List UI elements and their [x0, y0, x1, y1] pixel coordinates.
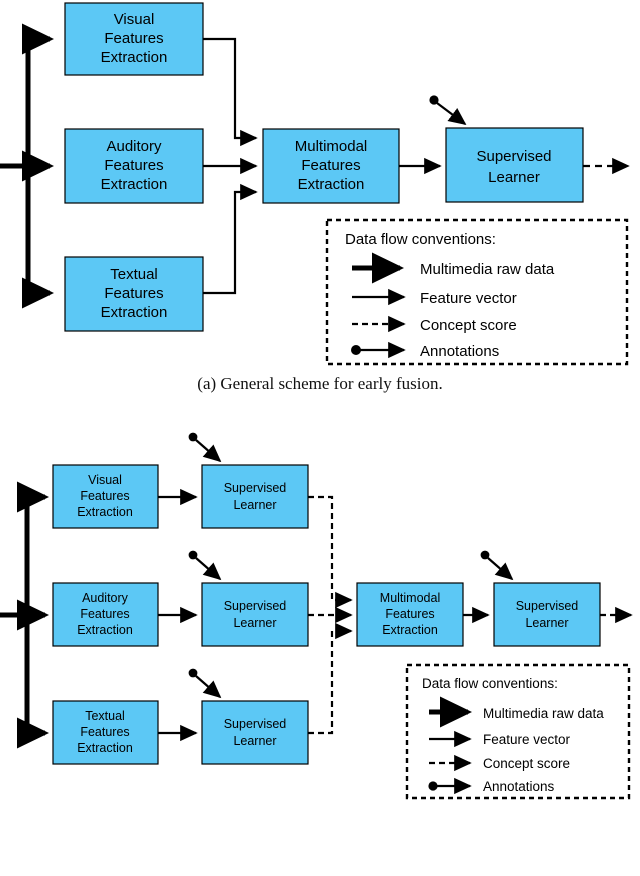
- box-supervised-line-1: Supervised: [476, 148, 551, 165]
- early-fusion-diagram: Visual Features Extraction Auditory Feat…: [0, 2, 630, 366]
- box-supervised-line-2: Learner: [488, 169, 540, 186]
- box-supervised-learner-visual[interactable]: Supervised Learner: [201, 464, 309, 529]
- legend-data-flow-conventions: Data flow conventions: Multimedia raw da…: [325, 218, 629, 366]
- box-sl-visual-line-2: Learner: [233, 498, 276, 512]
- box-textual-line-1: Textual: [85, 709, 125, 723]
- box-visual-line-2: Features: [80, 489, 129, 503]
- annotation-arrow-sl-visual: [188, 432, 222, 463]
- box-auditory-line-3: Extraction: [77, 623, 133, 637]
- annotation-dot: [480, 550, 490, 560]
- raw-data-trunk: [0, 481, 50, 749]
- box-auditory-line-2: Features: [104, 157, 163, 174]
- box-supervised-learner-textual[interactable]: Supervised Learner: [201, 700, 309, 765]
- feature-vector-connectors: [158, 488, 490, 742]
- box-visual-features-extraction[interactable]: Visual Features Extraction: [64, 2, 204, 76]
- box-auditory-line-3: Extraction: [101, 176, 168, 193]
- box-auditory-line-2: Features: [80, 607, 129, 621]
- annotation-dot: [188, 550, 198, 560]
- box-multimodal-features-extraction[interactable]: Multimodal Features Extraction: [356, 582, 464, 647]
- box-textual-features-extraction[interactable]: Textual Features Extraction: [52, 700, 159, 765]
- legend-label-concept-score: Concept score: [420, 317, 517, 334]
- box-sl-visual-line-1: Supervised: [224, 481, 287, 495]
- box-supervised-learner-final[interactable]: Supervised Learner: [493, 582, 601, 647]
- legend-dot-arrow-icon: [351, 341, 406, 359]
- box-textual-line-3: Extraction: [77, 741, 133, 755]
- box-multimodal-line-3: Extraction: [298, 176, 365, 193]
- legend-title: Data flow conventions:: [422, 676, 558, 691]
- box-auditory-line-1: Auditory: [106, 138, 162, 155]
- box-textual-line-3: Extraction: [101, 304, 168, 321]
- feature-vector-connectors: [203, 37, 442, 295]
- box-multimodal-line-1: Multimodal: [295, 138, 368, 155]
- concept-score-connectors: [308, 495, 633, 735]
- figure-late-fusion: Visual Features Extraction Auditory Feat…: [0, 410, 640, 876]
- legend-label-annotations: Annotations: [483, 779, 555, 794]
- annotation-dot: [188, 432, 198, 442]
- annotation-arrow-supervised-learner: [429, 95, 467, 126]
- legend-label-multimedia-raw-data: Multimedia raw data: [420, 261, 555, 278]
- annotation-arrow-sl-auditory: [188, 550, 222, 581]
- legend-label-concept-score: Concept score: [483, 756, 570, 771]
- legend-dot-arrow-icon: [428, 777, 472, 795]
- box-supervised-learner[interactable]: Supervised Learner: [445, 127, 584, 203]
- box-sl-auditory-line-1: Supervised: [224, 599, 287, 613]
- legend-label-annotations: Annotations: [420, 343, 499, 360]
- box-textual-line-2: Features: [104, 285, 163, 302]
- box-textual-line-1: Textual: [110, 266, 158, 283]
- raw-data-trunk: [0, 23, 55, 309]
- box-visual-line-3: Extraction: [77, 505, 133, 519]
- box-multimodal-line-2: Features: [385, 607, 434, 621]
- legend-title: Data flow conventions:: [345, 231, 496, 248]
- figure-early-fusion: Visual Features Extraction Auditory Feat…: [0, 0, 640, 410]
- box-visual-line-1: Visual: [88, 473, 122, 487]
- box-multimodal-features-extraction[interactable]: Multimodal Features Extraction: [262, 128, 400, 204]
- box-auditory-features-extraction[interactable]: Auditory Features Extraction: [64, 128, 204, 204]
- late-fusion-diagram: Visual Features Extraction Auditory Feat…: [0, 432, 633, 800]
- annotation-dot: [429, 95, 439, 105]
- box-sl-textual-line-2: Learner: [233, 734, 276, 748]
- box-sl-textual-line-1: Supervised: [224, 717, 287, 731]
- box-sl-final-line-1: Supervised: [516, 599, 579, 613]
- box-textual-line-2: Features: [80, 725, 129, 739]
- box-auditory-line-1: Auditory: [82, 591, 129, 605]
- legend-label-feature-vector: Feature vector: [483, 732, 571, 747]
- legend-label-feature-vector: Feature vector: [420, 290, 517, 307]
- box-supervised-learner-auditory[interactable]: Supervised Learner: [201, 582, 309, 647]
- box-visual-line-1: Visual: [114, 11, 155, 28]
- box-visual-line-3: Extraction: [101, 49, 168, 66]
- box-sl-final-line-2: Learner: [525, 616, 568, 630]
- box-textual-features-extraction[interactable]: Textual Features Extraction: [64, 256, 204, 332]
- caption-figure-a: (a) General scheme for early fusion.: [197, 374, 443, 393]
- box-multimodal-line-3: Extraction: [382, 623, 438, 637]
- legend-data-flow-conventions: Data flow conventions: Multimedia raw da…: [405, 663, 631, 800]
- box-visual-line-2: Features: [104, 30, 163, 47]
- box-sl-auditory-line-2: Learner: [233, 616, 276, 630]
- annotation-arrow-sl-final: [480, 550, 514, 581]
- box-multimodal-line-2: Features: [301, 157, 360, 174]
- legend-label-multimedia-raw-data: Multimedia raw data: [483, 706, 604, 721]
- box-auditory-features-extraction[interactable]: Auditory Features Extraction: [52, 582, 159, 647]
- box-multimodal-line-1: Multimodal: [380, 591, 440, 605]
- box-visual-features-extraction[interactable]: Visual Features Extraction: [52, 464, 159, 529]
- annotation-arrow-sl-textual: [188, 668, 222, 699]
- annotation-dot: [188, 668, 198, 678]
